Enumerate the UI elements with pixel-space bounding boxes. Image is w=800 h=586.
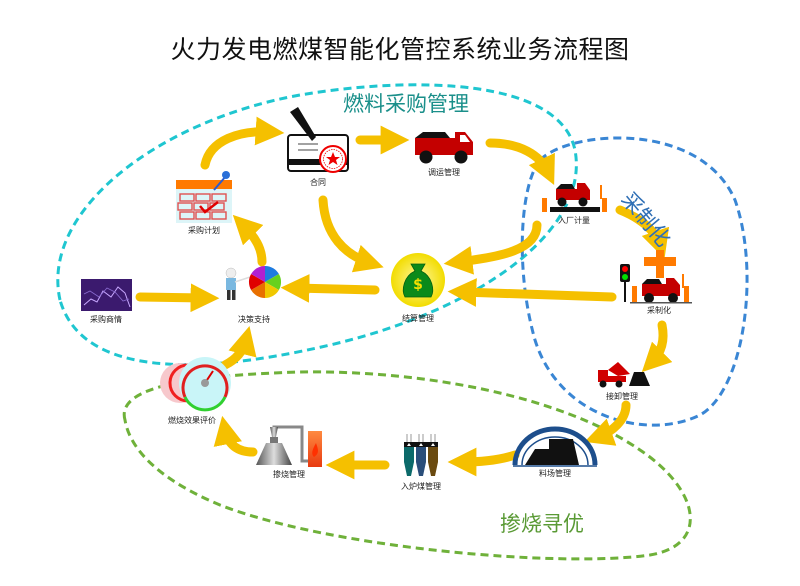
node-label-sampling: 采制化 bbox=[647, 306, 671, 315]
group-label-blending: 掺烧寻优 bbox=[500, 512, 584, 536]
node-label-evaluation: 燃烧效果评价 bbox=[168, 416, 216, 425]
truck-icon bbox=[415, 132, 473, 164]
contract-pen-stamp-icon bbox=[287, 107, 349, 173]
node-label-settlement: 结算管理 bbox=[402, 314, 434, 323]
node-label-blending: 掺烧管理 bbox=[273, 470, 305, 479]
arrow-blending-to-evaluation bbox=[213, 415, 258, 457]
node-label-weighing: 入厂计量 bbox=[558, 216, 590, 225]
money-bag-icon: $ bbox=[391, 253, 445, 307]
arrow-plan-to-contract bbox=[200, 116, 285, 170]
arrow-settlement-to-decision bbox=[280, 273, 380, 303]
arrow-sampling-to-unloading bbox=[641, 320, 673, 373]
node-label-contract: 合同 bbox=[310, 178, 326, 187]
arrow-weighing-to-settlement bbox=[443, 220, 542, 275]
node-label-decision: 决策支持 bbox=[238, 315, 270, 324]
arrow-decision-to-plan bbox=[232, 214, 267, 267]
coal-yard-dome-icon bbox=[512, 426, 598, 467]
market-chart-icon bbox=[81, 279, 132, 311]
arrow-dispatch-to-weighing bbox=[485, 138, 555, 186]
arrow-market-to-decision bbox=[135, 283, 220, 313]
node-label-furnace-coal: 入炉煤管理 bbox=[401, 482, 441, 491]
node-label-market-info: 采购商情 bbox=[90, 315, 122, 324]
diagram-title: 火力发电燃煤智能化管控系统业务流程图 bbox=[170, 35, 630, 64]
node-label-dispatch: 调运管理 bbox=[428, 168, 460, 177]
arrow-evaluation-to-decision bbox=[220, 326, 257, 370]
sampling-station-icon bbox=[620, 250, 692, 304]
presenter-pie-chart-icon bbox=[225, 265, 282, 300]
node-label-purchase-plan: 采购计划 bbox=[188, 226, 220, 235]
node-label-yard: 料场管理 bbox=[539, 469, 571, 478]
group-label-fuel: 燃料采购管理 bbox=[343, 92, 469, 116]
truck-scale-icon bbox=[542, 183, 607, 212]
arrow-unloading-to-yard bbox=[584, 400, 631, 446]
node-label-unloading: 接卸管理 bbox=[606, 392, 638, 401]
calendar-plan-icon bbox=[176, 171, 232, 223]
boiler-blending-icon bbox=[256, 425, 322, 467]
group-boundary-blending bbox=[122, 370, 692, 561]
arrow-yard-to-furnace bbox=[447, 447, 520, 477]
coal-silo-icon bbox=[404, 434, 438, 476]
gauge-icon bbox=[160, 357, 231, 412]
arrow-weighing-to-sampling bbox=[615, 205, 670, 259]
arrow-contract-to-settlement bbox=[318, 195, 384, 273]
dump-truck-icon bbox=[598, 362, 650, 388]
svg-text:$: $ bbox=[413, 277, 423, 293]
arrow-sampling-to-settlement bbox=[447, 278, 617, 307]
